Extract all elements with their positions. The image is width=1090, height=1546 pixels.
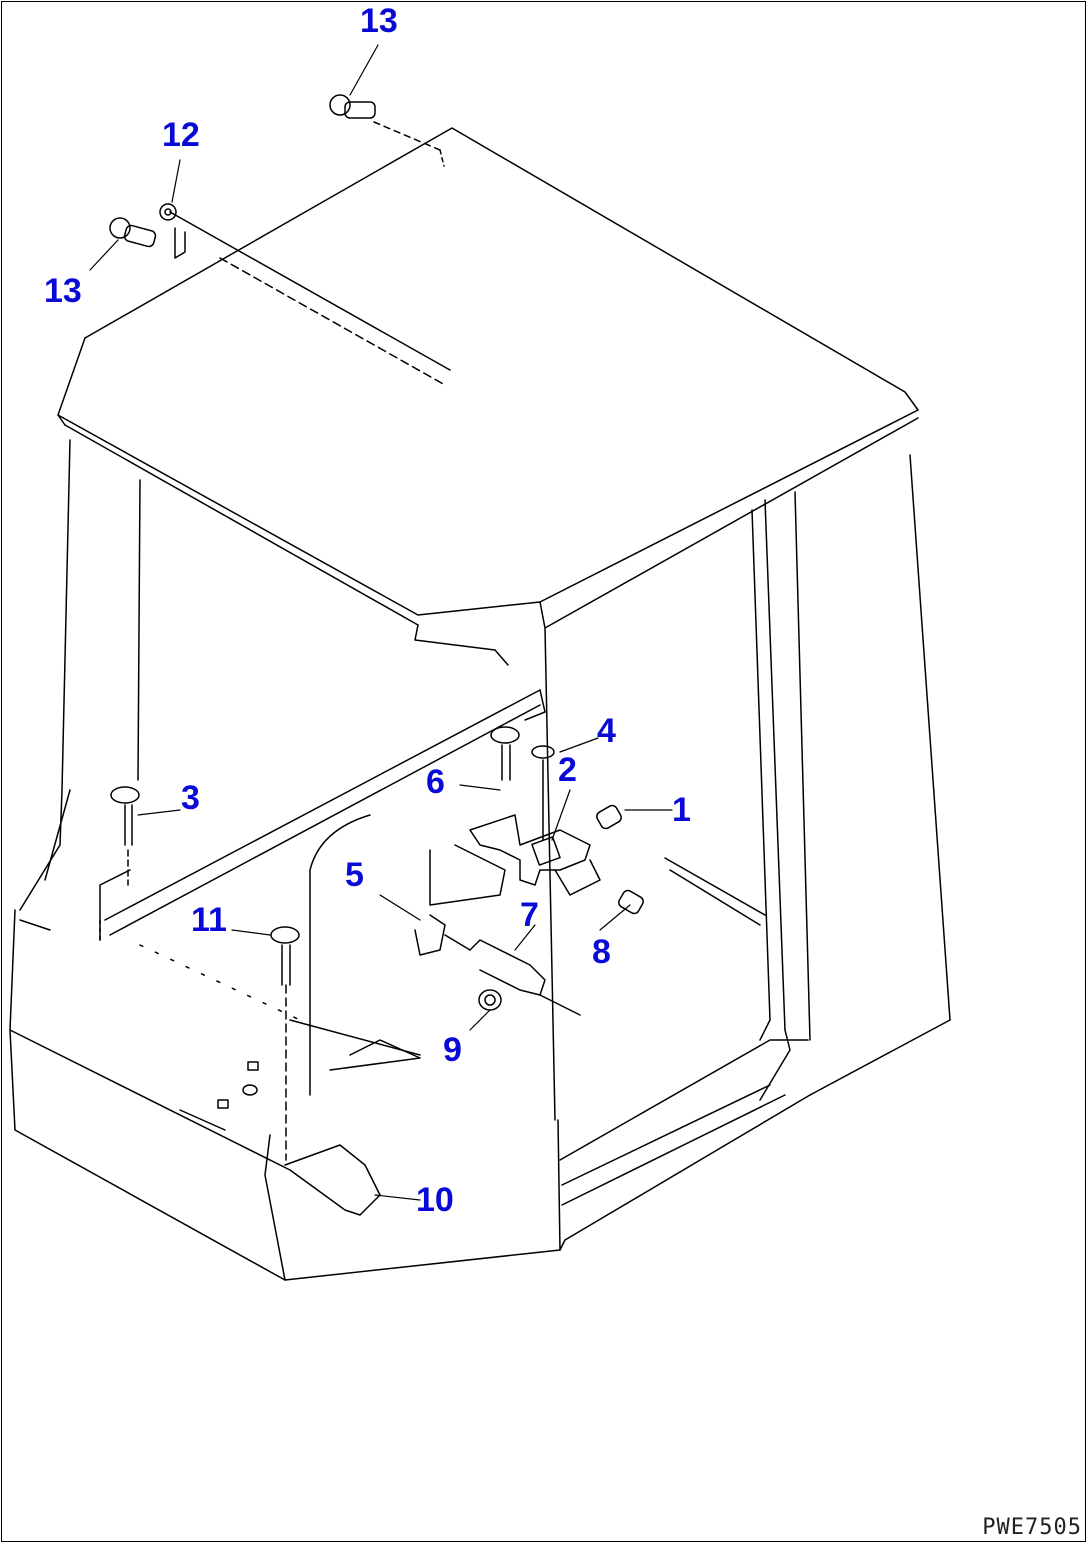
callout-4: 4 [597, 712, 616, 750]
console-panel [104, 689, 766, 1096]
callout-5: 5 [345, 856, 364, 894]
callout-11: 11 [191, 901, 227, 939]
fasteners [109, 94, 644, 1161]
callout-2: 2 [558, 751, 577, 789]
leader-lines [89, 44, 673, 1201]
callout-12: 12 [162, 116, 200, 154]
callout-8: 8 [592, 933, 611, 971]
callout-6: 6 [426, 763, 445, 801]
document-id: PWE7505 [982, 1515, 1082, 1540]
callout-10: 10 [416, 1181, 454, 1219]
cab-body [9, 439, 951, 1281]
callout-9: 9 [443, 1031, 462, 1069]
cab-roof [57, 127, 919, 666]
callout-1: 1 [672, 791, 691, 829]
roof-bolt-rail [169, 121, 451, 386]
bracket-assembly [284, 759, 601, 1216]
callout-7: 7 [520, 896, 539, 934]
callout-3: 3 [181, 779, 200, 817]
callout-13-left: 13 [44, 272, 82, 310]
callout-13-top: 13 [360, 2, 398, 40]
